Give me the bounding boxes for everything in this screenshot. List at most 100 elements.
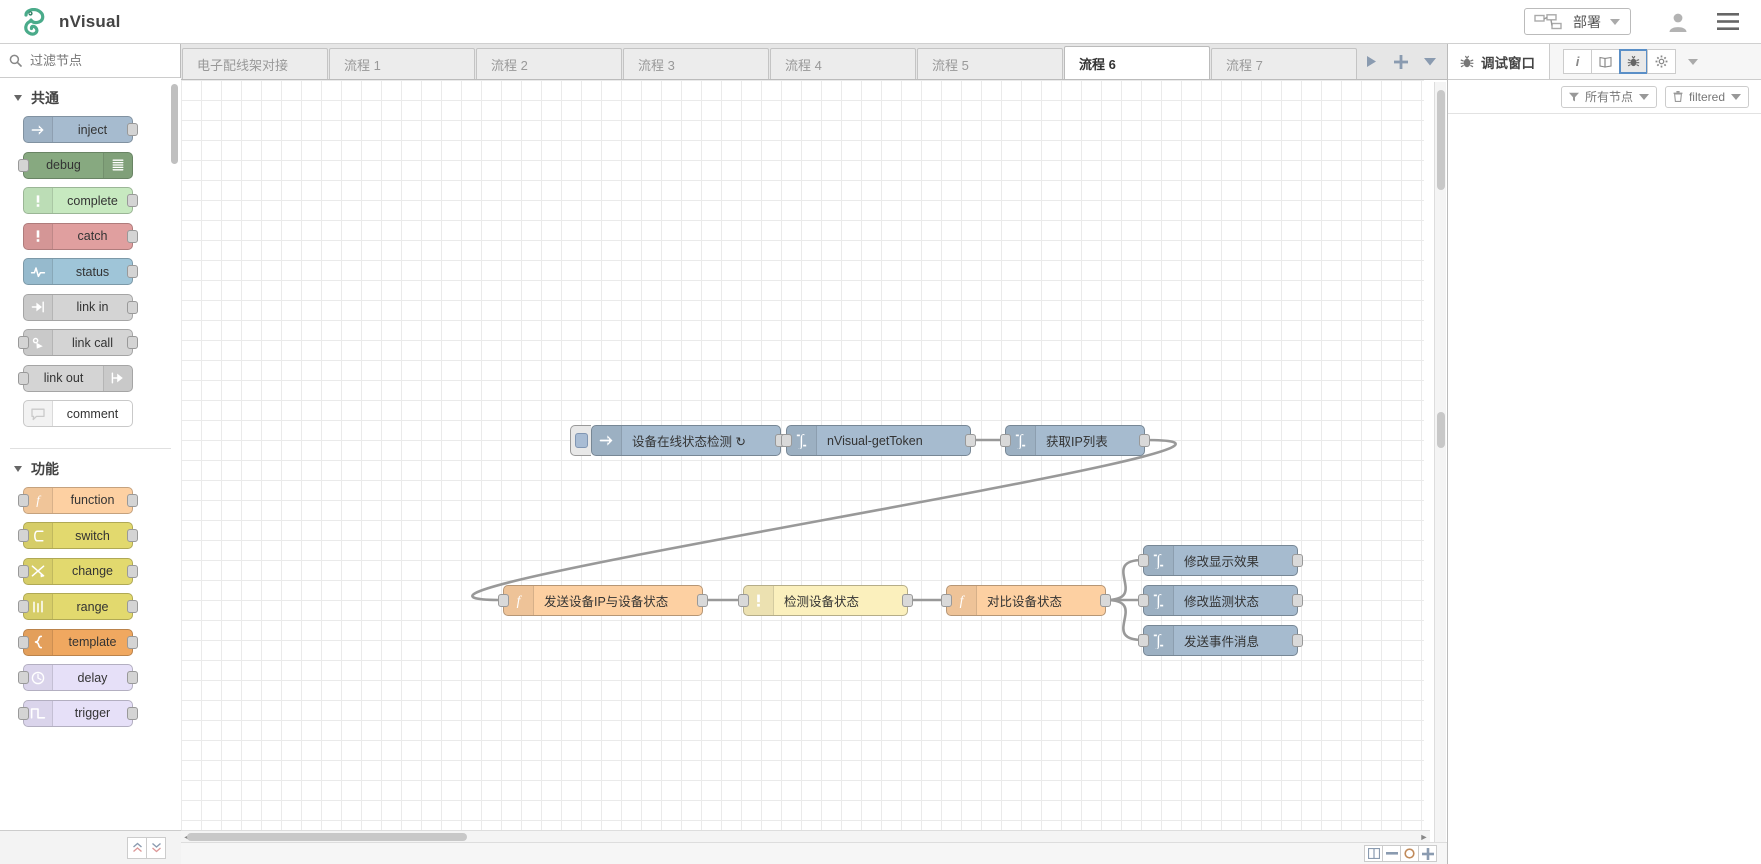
node-port-out[interactable] [127, 671, 138, 684]
node-port-out[interactable] [127, 564, 138, 578]
node-port-out[interactable] [127, 336, 138, 349]
palette-node-change[interactable]: change [18, 557, 138, 585]
flow-node-port-out[interactable] [1292, 634, 1303, 647]
palette-node-range[interactable]: range [18, 593, 138, 620]
sidebar-tab-config[interactable] [1647, 49, 1676, 74]
zoom-in-button[interactable] [1418, 845, 1437, 862]
palette-category-0[interactable]: 共通 [0, 78, 181, 116]
node-port-in[interactable] [18, 371, 29, 385]
chevron-down-icon[interactable] [1688, 58, 1698, 65]
node-port-in[interactable] [18, 336, 29, 349]
chevron-down-icon[interactable] [1638, 93, 1649, 100]
debug-clear-filtered[interactable]: filtered [1664, 85, 1749, 108]
flow-node-port-out[interactable] [1139, 434, 1150, 447]
flow-node-port-out[interactable] [1292, 554, 1303, 567]
flow-wire-5[interactable] [1105, 558, 1144, 602]
flow-tab-7[interactable]: 流程 7 [1211, 48, 1357, 79]
canvas-horizontal-scrollbar[interactable]: ◄ ► [181, 830, 1430, 842]
flow-node-port-out[interactable] [697, 594, 708, 607]
flow-node-n3[interactable]: ∫获取IP列表 [1000, 425, 1150, 456]
node-port-out[interactable] [127, 635, 138, 649]
flow-tab-2[interactable]: 流程 2 [476, 48, 622, 79]
palette-filter-input[interactable] [28, 52, 158, 69]
node-port-in[interactable] [18, 564, 29, 578]
user-avatar-icon[interactable] [1653, 0, 1703, 44]
node-port-in[interactable] [18, 600, 29, 613]
flow-node-port-in[interactable] [1138, 594, 1149, 607]
node-port-out[interactable] [127, 123, 138, 136]
palette-node-complete[interactable]: complete [23, 187, 138, 214]
palette-node-template[interactable]: template [18, 628, 138, 656]
palette-node-debug[interactable]: debug [18, 151, 133, 179]
flow-node-port-in[interactable] [738, 594, 749, 607]
chevron-down-icon[interactable] [1610, 18, 1620, 25]
node-port-out[interactable] [127, 706, 138, 720]
flow-node-n9[interactable]: ∫发送事件消息 [1138, 625, 1303, 656]
expand-all-icon[interactable] [146, 836, 166, 859]
node-port-out[interactable] [127, 600, 138, 613]
scrollbar-thumb[interactable] [1437, 90, 1445, 190]
palette-node-switch[interactable]: switch [18, 522, 138, 549]
scrollbar-thumb-secondary[interactable] [1437, 412, 1445, 448]
palette-node-catch[interactable]: catch [23, 222, 138, 250]
sidebar-tab-info[interactable]: i [1563, 49, 1592, 74]
chevron-down-icon[interactable] [1731, 93, 1741, 100]
node-port-in[interactable] [18, 529, 29, 542]
palette-scrollbar[interactable] [171, 84, 178, 164]
node-port-out[interactable] [127, 529, 138, 542]
flow-node-port-in[interactable] [1138, 554, 1149, 567]
flow-node-port-in[interactable] [1000, 434, 1011, 447]
palette-node-link-call[interactable]: link call [18, 329, 138, 356]
flow-node-n8[interactable]: ∫修改监测状态 [1138, 585, 1303, 616]
sidebar-tab-debug[interactable] [1619, 49, 1648, 74]
flow-node-port-in[interactable] [941, 594, 952, 607]
inject-trigger-button[interactable] [570, 425, 591, 456]
zoom-actual-button[interactable] [1400, 845, 1419, 862]
palette-node-trigger[interactable]: trigger [18, 699, 138, 727]
debug-message-list[interactable] [1448, 114, 1761, 864]
flow-tab-6[interactable]: 流程 6 [1064, 46, 1210, 79]
flow-node-n7[interactable]: ∫修改显示效果 [1138, 545, 1303, 576]
node-port-in[interactable] [18, 635, 29, 649]
flow-tab-3[interactable]: 流程 3 [623, 48, 769, 79]
node-port-out[interactable] [127, 229, 138, 243]
palette-category-1[interactable]: 功能 [0, 449, 181, 487]
flow-node-port-in[interactable] [1138, 634, 1149, 647]
node-port-out[interactable] [127, 493, 138, 507]
node-port-out[interactable] [127, 194, 138, 207]
node-port-in[interactable] [18, 158, 29, 172]
tab-list-button[interactable] [1415, 44, 1444, 79]
zoom-reset-view-button[interactable] [1364, 845, 1383, 862]
run-tab-button[interactable] [1357, 44, 1386, 79]
hamburger-menu-icon[interactable] [1703, 0, 1753, 44]
node-port-in[interactable] [18, 706, 29, 720]
scrollbar-thumb-horizontal[interactable] [187, 833, 467, 841]
sidebar-tab-help[interactable] [1591, 49, 1620, 74]
palette-node-link-out[interactable]: link out [18, 364, 133, 392]
flow-wire-2[interactable] [471, 438, 1177, 602]
palette-node-link-in[interactable]: link in [23, 293, 138, 321]
node-port-out[interactable] [127, 300, 138, 314]
flow-node-n2[interactable]: ∫nVisual-getToken [781, 425, 976, 456]
flow-node-port-in[interactable] [781, 434, 792, 447]
flow-node-n5[interactable]: 检测设备状态 [738, 585, 913, 616]
scroll-right-icon[interactable]: ► [1419, 832, 1429, 842]
flow-tab-4[interactable]: 流程 4 [770, 48, 916, 79]
collapse-all-icon[interactable] [127, 836, 147, 859]
flow-tab-5[interactable]: 流程 5 [917, 48, 1063, 79]
flow-wire-7[interactable] [1105, 598, 1144, 642]
zoom-out-button[interactable] [1382, 845, 1401, 862]
palette-node-comment[interactable]: comment [23, 400, 133, 427]
node-port-out[interactable] [127, 265, 138, 278]
palette-search-bar[interactable] [0, 44, 180, 78]
palette-node-inject[interactable]: inject [23, 116, 138, 143]
flow-node-port-out[interactable] [902, 594, 913, 607]
flow-node-n1[interactable]: 设备在线状态检测 ↻ [570, 425, 786, 456]
flow-tab-0[interactable]: 电子配线架对接 [182, 48, 328, 79]
